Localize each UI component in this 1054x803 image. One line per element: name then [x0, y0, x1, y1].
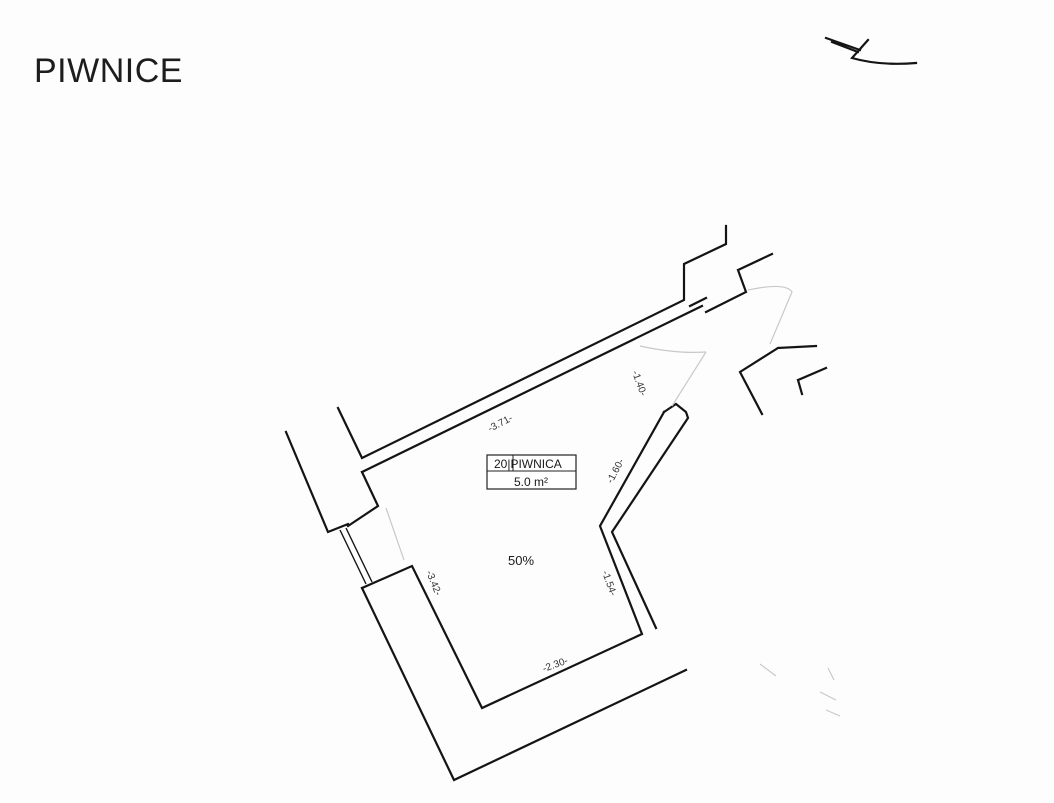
- dimension-bottom: -2.30-: [541, 656, 569, 675]
- scan-marks: [759, 663, 841, 717]
- dimension-right-lower: -1.54-: [599, 569, 618, 597]
- room-label: 20|PIWNICA 5.0 m²: [486, 454, 577, 490]
- room-area: 5.0 m²: [514, 475, 548, 489]
- walls: [284, 224, 828, 782]
- dimension-door-top: -1.40-: [629, 369, 648, 397]
- room-share: 50%: [508, 553, 534, 568]
- stair-fragment: [824, 36, 918, 65]
- dimension-top: -3.71-: [486, 413, 514, 435]
- room-name: 20|PIWNICA: [494, 457, 562, 471]
- dimension-right-upper: -1.60-: [605, 457, 627, 485]
- page-title: PIWNICE: [34, 52, 183, 90]
- door-swings: [385, 285, 793, 561]
